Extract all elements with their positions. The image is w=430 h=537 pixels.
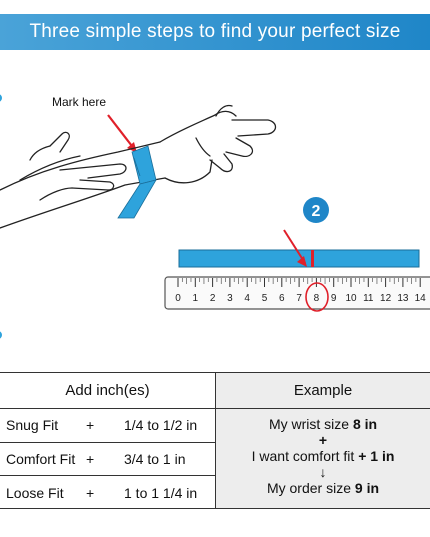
wrist-size-value: 8 in: [352, 416, 378, 432]
ruler-tick-label: 0: [175, 293, 181, 304]
fit-range: 1 to 1 1/4 in: [124, 484, 198, 501]
ruler-tick-label: 8: [314, 293, 320, 304]
ruler-tick-label: 5: [262, 293, 268, 304]
down-arrow-icon: ↓: [319, 464, 327, 480]
fit-name: Comfort Fit: [6, 450, 76, 467]
plus-sign: +: [86, 484, 95, 501]
order-size-value: 9 in: [354, 480, 380, 496]
fit-text: I want comfort fit: [251, 448, 359, 464]
plus-symbol: +: [318, 432, 328, 448]
order-size-text: My order size: [266, 480, 355, 496]
fit-name: Snug Fit: [6, 417, 59, 434]
ruler-tick-label: 6: [279, 293, 285, 304]
example-header: Example: [216, 373, 430, 409]
example-arrow: ↓: [216, 464, 430, 480]
ruler-tick-label: 1: [193, 293, 199, 304]
example-line-wrist: My wrist size 8 in: [216, 416, 430, 432]
table-row: Comfort Fit + 3/4 to 1 in: [0, 443, 215, 477]
ruler-tick-label: 10: [345, 293, 357, 304]
table-row: Loose Fit + 1 to 1 1/4 in: [0, 476, 215, 510]
mark-arrow-head: [127, 142, 137, 153]
fit-name: Loose Fit: [6, 484, 64, 501]
step-number-badge: [303, 197, 329, 223]
ruler-tick-label: 12: [380, 293, 392, 304]
example-panel: Example My wrist size 8 in + I want comf…: [216, 372, 430, 509]
banner-title: Three simple steps to find your perfect …: [29, 21, 401, 42]
add-inches-header: Add inch(es): [0, 373, 215, 409]
ruler-tick-label: 4: [244, 293, 250, 304]
ruler-tick-label: 11: [363, 293, 374, 304]
wrist-size-text: My wrist size: [268, 416, 353, 432]
measuring-strap: [117, 145, 157, 219]
strap-mark: [311, 250, 314, 267]
example-line-order: My order size 9 in: [216, 480, 430, 496]
size-guide: Add inch(es) Snug Fit + 1/4 to 1/2 in Co…: [0, 372, 430, 509]
highlight-circle: [305, 282, 329, 312]
strap-on-ruler: [178, 249, 420, 268]
mark-here-label: Mark here: [52, 95, 106, 109]
plus-sign: +: [86, 450, 95, 467]
fit-range: 1/4 to 1/2 in: [124, 417, 198, 434]
table-row: Snug Fit + 1/4 to 1/2 in: [0, 409, 215, 443]
title-banner: Three simple steps to find your perfect …: [0, 14, 430, 50]
fit-value: + 1 in: [358, 448, 395, 464]
measurement-illustration: Mark here 2: [0, 94, 430, 339]
ruler-tick-label: 3: [227, 293, 233, 304]
ruler-arrow: [283, 229, 306, 264]
add-inches-table: Add inch(es) Snug Fit + 1/4 to 1/2 in Co…: [0, 372, 216, 509]
ruler-tick-label: 7: [296, 293, 302, 304]
hand-illustration: [0, 104, 277, 229]
fit-range: 3/4 to 1 in: [124, 450, 186, 467]
ruler-tick-label: 13: [397, 293, 409, 304]
ruler-tick-label: 2: [210, 293, 216, 304]
step-number: 2: [312, 203, 321, 220]
ruler-tick-label: 14: [415, 293, 427, 304]
edge-dot-bottom: [0, 331, 2, 339]
ruler-tick-label: 9: [331, 293, 337, 304]
edge-dot-top: [0, 94, 2, 102]
example-line-fit: I want comfort fit + 1 in: [216, 448, 430, 464]
ruler-arrow-head: [297, 256, 307, 267]
example-plus: +: [216, 432, 430, 448]
mark-arrow: [107, 114, 136, 151]
plus-sign: +: [86, 417, 95, 434]
